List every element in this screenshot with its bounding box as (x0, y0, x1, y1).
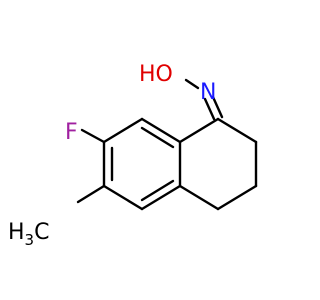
bond-inner-c8a-c8 (140, 126, 175, 149)
bond-c5-c4a (140, 184, 182, 211)
methyl-c: C (34, 220, 49, 245)
bond-c1-n-b (211, 95, 224, 119)
methyl-label: H3C (8, 220, 49, 249)
bond-c6-ch3 (76, 184, 106, 204)
bond-c8a-c8 (140, 117, 182, 144)
methyl-h: H (8, 220, 25, 245)
bond-inner-c5-c4a (140, 179, 175, 202)
bond-c4-c4a (178, 184, 220, 211)
bond-c1-c2 (216, 117, 258, 144)
bond-c8-c7 (102, 117, 144, 144)
bond-c1-n-a (203, 97, 216, 121)
hydroxyl-label: HO (139, 62, 173, 87)
bond-n-o (184, 78, 200, 90)
bond-c3-c4 (216, 184, 258, 211)
methyl-subscript: 3 (25, 231, 35, 249)
fluorine-label: F (65, 120, 78, 145)
nitrogen-label: N (200, 80, 216, 105)
bond-c6-c5 (102, 184, 144, 211)
molecule-structure: HO N F H3C (8, 62, 258, 249)
bond-c7-f (80, 128, 106, 144)
bond-c8a-c1 (178, 117, 220, 144)
